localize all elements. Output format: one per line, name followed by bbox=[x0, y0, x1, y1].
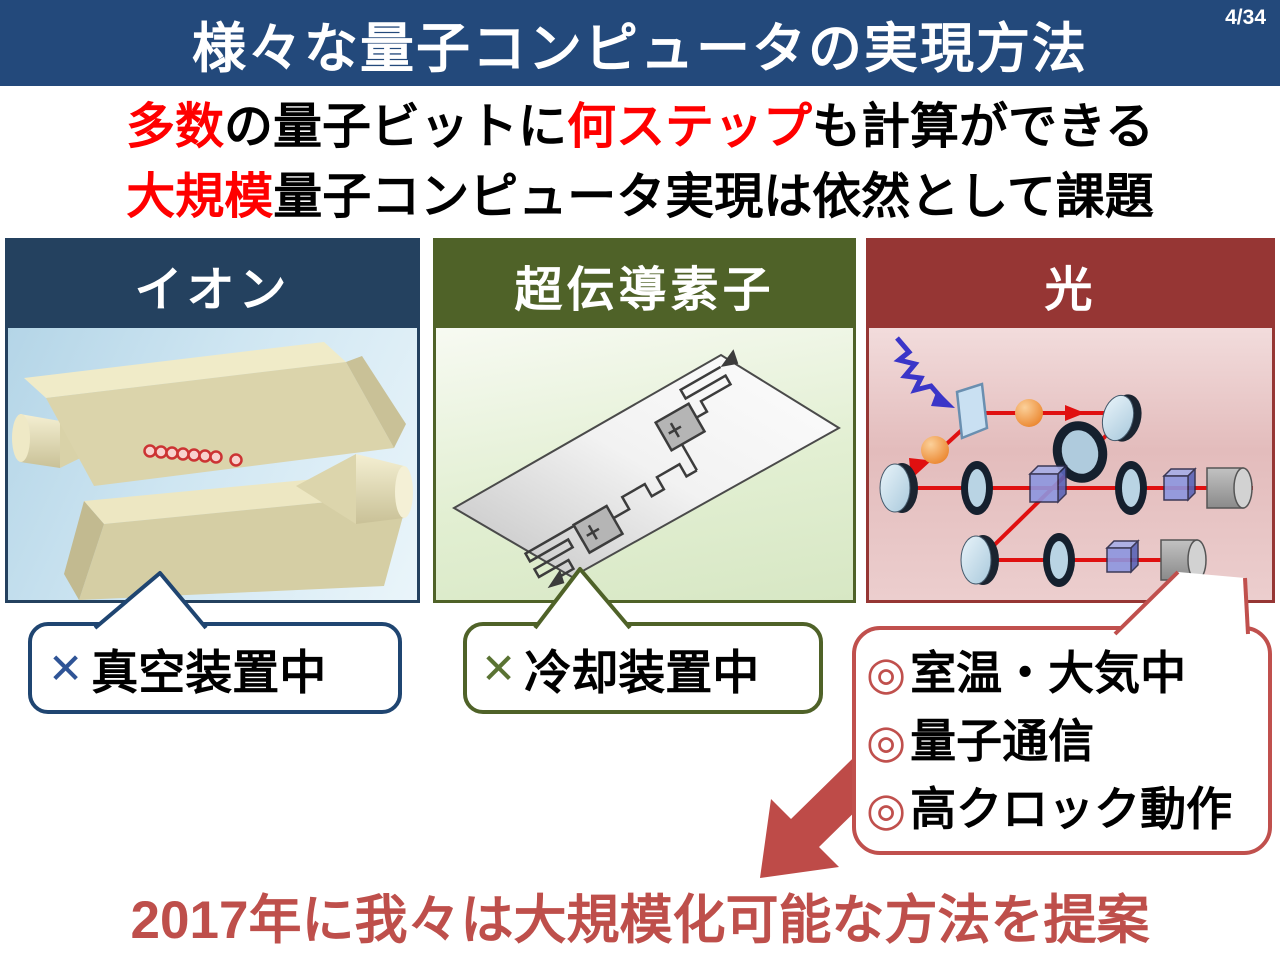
double-circle-icon: ◎ bbox=[866, 782, 907, 835]
endcap-electrode bbox=[296, 454, 356, 524]
headline-line-1: 多数の量子ビットに何ステップも計算ができる bbox=[0, 92, 1280, 162]
panel-ion-title: イオン bbox=[134, 263, 291, 317]
cross-icon: ✕ bbox=[48, 644, 84, 692]
title-bar: 様々な量子コンピュータの実現方法 4/34 bbox=[0, 0, 1280, 86]
superconducting-chip-illustration bbox=[452, 349, 841, 589]
beamsplitter-plate bbox=[955, 382, 989, 440]
lens bbox=[961, 421, 1147, 587]
ion-trap-illustration bbox=[12, 342, 413, 600]
photon-ball bbox=[1015, 399, 1043, 427]
detector-cylinder bbox=[1160, 467, 1253, 581]
headline-segment: も計算ができる bbox=[812, 100, 1155, 154]
headline-segment: 量子コンピュータ実現は依然として課題 bbox=[273, 170, 1154, 224]
bubble-ion: ✕ 真空装置中 bbox=[28, 622, 402, 714]
panel-light-header: 光 bbox=[869, 241, 1272, 328]
headline-line-2: 大規模量子コンピュータ実現は依然として課題 bbox=[0, 162, 1280, 232]
beamsplitter-cube bbox=[1028, 464, 1197, 574]
panel-light: 光 bbox=[866, 238, 1275, 603]
headline-red-segment: 大規模 bbox=[126, 170, 274, 224]
bubble-superconducting: ✕ 冷却装置中 bbox=[463, 622, 823, 714]
bubble-light-row: ◎ 量子通信 bbox=[866, 709, 1094, 773]
cross-icon: ✕ bbox=[481, 644, 517, 692]
photon-ball bbox=[921, 436, 949, 464]
bubble-superconducting-label: 冷却装置中 bbox=[524, 645, 760, 699]
bubble-ion-label: 真空装置中 bbox=[91, 645, 327, 699]
chip-substrate bbox=[452, 353, 841, 579]
panel-light-title: 光 bbox=[1044, 263, 1097, 317]
endcap-electrode bbox=[20, 414, 60, 468]
photon-wiggle-arrow bbox=[893, 336, 945, 402]
headline-red-segment: 多数 bbox=[125, 100, 224, 154]
mirror bbox=[879, 394, 1142, 585]
page-number: 4/34 bbox=[1225, 6, 1266, 29]
conclusion-text: 2017年に我々は大規模化可能な方法を提案 bbox=[130, 891, 1150, 950]
panel-ion: イオン bbox=[5, 238, 420, 603]
ion-chain bbox=[143, 444, 243, 467]
page-title: 様々な量子コンピュータの実現方法 bbox=[192, 18, 1088, 79]
panel-superconducting-header: 超伝導素子 bbox=[436, 241, 853, 328]
double-circle-icon: ◎ bbox=[866, 646, 907, 699]
optical-setup-illustration bbox=[879, 336, 1253, 587]
panel-light-body bbox=[869, 328, 1272, 600]
bubble-light-label: 量子通信 bbox=[910, 714, 1095, 767]
bubble-light-label: 室温・大気中 bbox=[910, 646, 1187, 699]
bubble-light: ◎ 室温・大気中 ◎ 量子通信 ◎ 高クロック動作 bbox=[852, 626, 1272, 855]
bubble-light-label: 高クロック動作 bbox=[910, 782, 1233, 835]
panel-superconducting-title: 超伝導素子 bbox=[514, 263, 775, 317]
headline-segment: の量子ビットに bbox=[223, 100, 567, 154]
bubble-light-row: ◎ 高クロック動作 bbox=[866, 777, 1232, 841]
headline-red-segment: 何ステップ bbox=[566, 100, 812, 154]
bubble-light-row: ◎ 室温・大気中 bbox=[866, 641, 1186, 705]
panel-superconducting: 超伝導素子 bbox=[433, 238, 856, 603]
panel-ion-header: イオン bbox=[8, 241, 417, 328]
headline: 多数の量子ビットに何ステップも計算ができる 大規模量子コンピュータ実現は依然とし… bbox=[0, 92, 1280, 232]
blade-electrode-top bbox=[24, 342, 346, 398]
panel-superconducting-body bbox=[436, 328, 853, 600]
double-circle-icon: ◎ bbox=[866, 714, 907, 767]
panel-ion-body bbox=[8, 328, 417, 600]
